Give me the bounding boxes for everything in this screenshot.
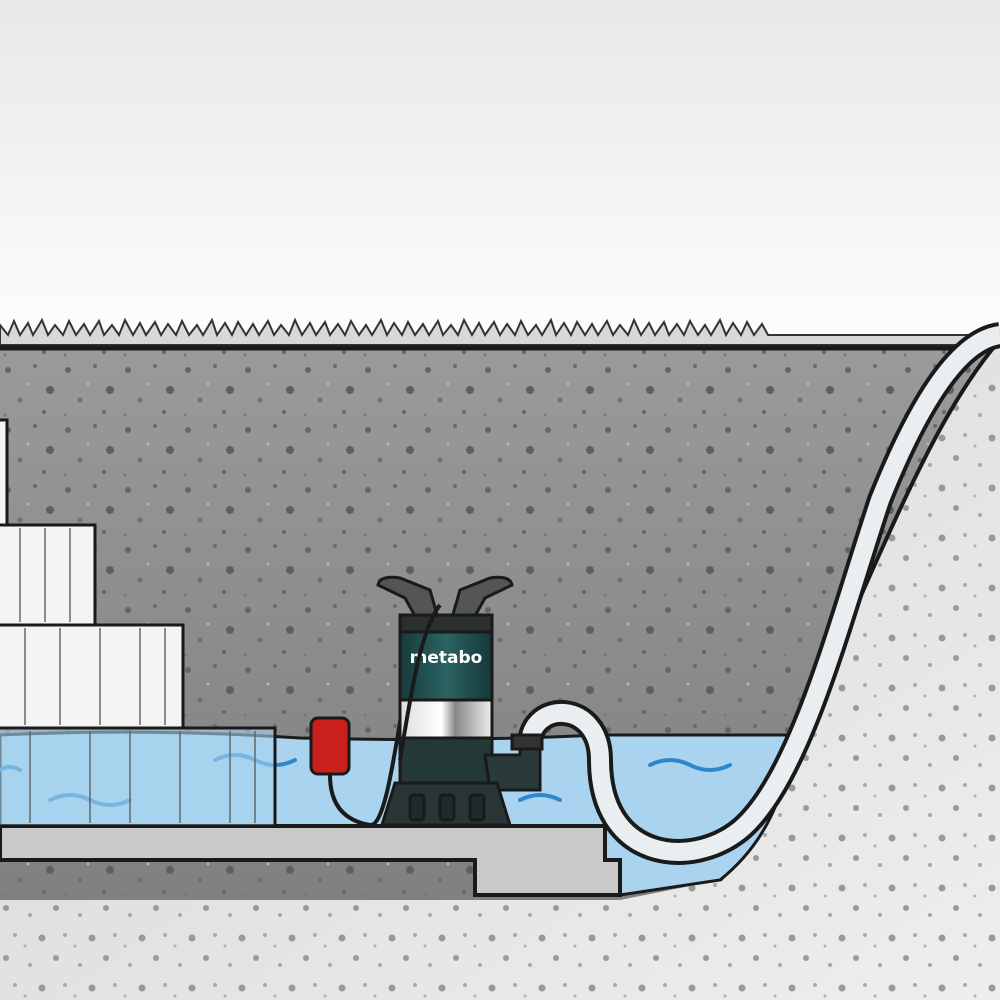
sky xyxy=(0,0,1000,340)
stacked-boxes xyxy=(0,418,277,828)
discharge-hose xyxy=(517,322,1000,865)
pump-brand-logo: metabo xyxy=(410,648,483,668)
submersible-pump: metabo xyxy=(376,575,544,827)
grass xyxy=(0,317,1000,346)
concrete-floor xyxy=(0,824,622,897)
